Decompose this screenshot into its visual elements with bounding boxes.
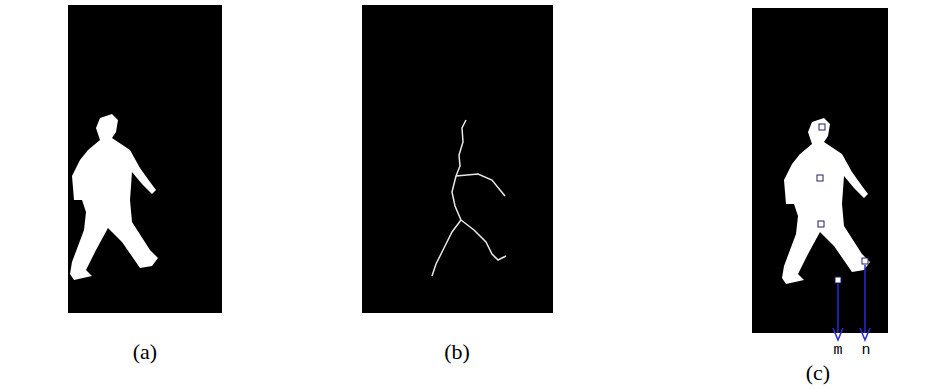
projection-arrows bbox=[833, 265, 870, 340]
panel-background bbox=[68, 5, 222, 313]
binary-silhouette bbox=[782, 118, 870, 284]
point-label: n bbox=[861, 343, 870, 358]
panel-label: (a) bbox=[133, 341, 157, 363]
binary-silhouette bbox=[70, 114, 158, 280]
panel-label: (b) bbox=[444, 341, 470, 363]
panel-background bbox=[362, 5, 553, 313]
point-label: m bbox=[833, 343, 842, 358]
key-point-markers bbox=[817, 124, 868, 283]
panel-background bbox=[752, 8, 888, 333]
skeleton-lines bbox=[432, 120, 506, 276]
panel-label: (c) bbox=[806, 362, 830, 384]
